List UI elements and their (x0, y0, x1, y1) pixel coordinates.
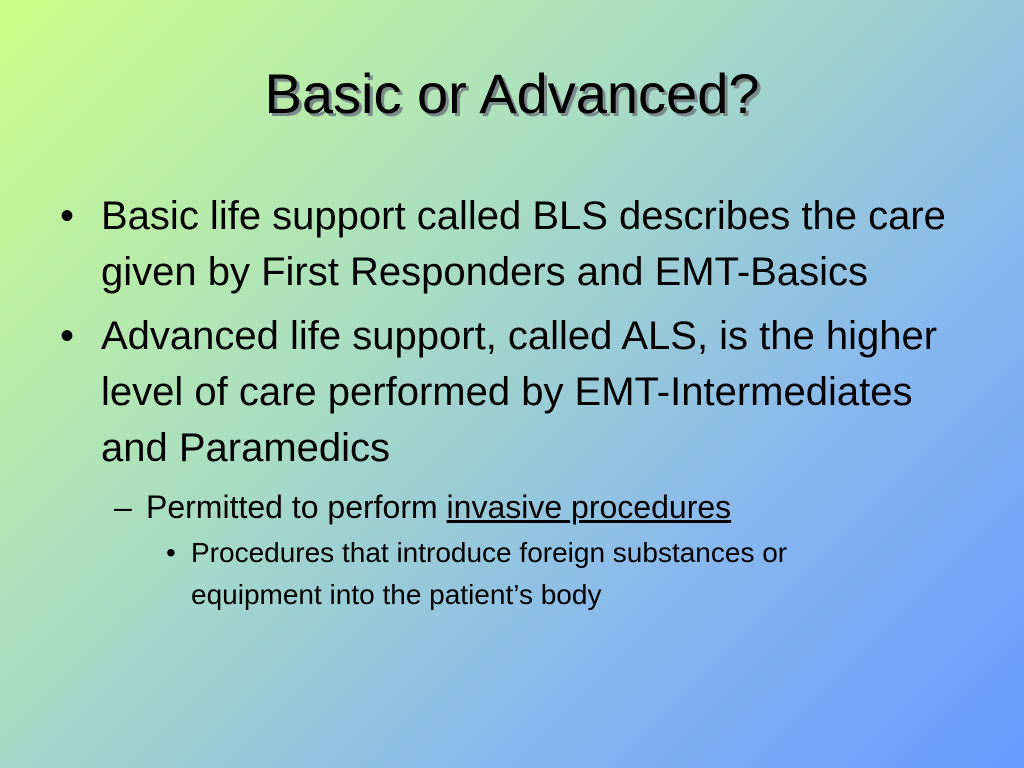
slide-title: Basic or Advanced? (264, 62, 760, 125)
bullet-marker: • (60, 194, 75, 238)
bullet-als: • Advanced life support, called ALS, is … (60, 308, 980, 476)
sub-bullet-invasive: – Permitted to perform invasive procedur… (60, 484, 980, 530)
bullet-marker: • (166, 537, 176, 568)
sub-sub-bullet-definition: • Procedures that introduce foreign subs… (60, 532, 841, 616)
slide-content: • Basic life support called BLS describe… (60, 188, 980, 616)
invasive-procedures-link[interactable]: invasive procedures (446, 489, 732, 525)
bullet-marker: • (60, 314, 75, 358)
sub-bullet-text: Permitted to perform (146, 489, 447, 525)
bullet-text: Advanced life support, called ALS, is th… (101, 314, 938, 470)
bullet-text: Basic life support called BLS describes … (101, 194, 946, 294)
sub-sub-bullet-text: Procedures that introduce foreign substa… (191, 537, 788, 610)
dash-marker: – (114, 489, 132, 525)
bullet-bls: • Basic life support called BLS describe… (60, 188, 980, 300)
